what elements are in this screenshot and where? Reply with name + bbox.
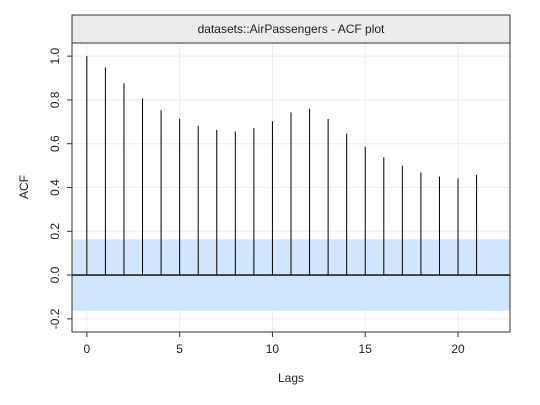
x-tick-label: 15 — [359, 342, 373, 356]
acf-stems — [86, 56, 478, 276]
y-tick-label: 0.0 — [48, 266, 62, 283]
y-axis: -0.2 0.0 0.2 0.4 0.6 0.8 1.0 — [48, 47, 72, 329]
x-tick-label: 0 — [84, 342, 91, 356]
y-tick-label: 0.2 — [48, 223, 62, 240]
y-axis-title: ACF — [17, 175, 31, 199]
x-tick-label: 5 — [176, 342, 183, 356]
y-tick-label: 0.6 — [48, 135, 62, 152]
y-tick-label: 1.0 — [48, 47, 62, 64]
x-tick-label: 10 — [266, 342, 280, 356]
y-tick-label: 0.8 — [48, 91, 62, 108]
x-tick-label: 20 — [451, 342, 465, 356]
x-axis: 0 5 10 15 20 — [84, 332, 465, 356]
x-axis-title: Lags — [278, 371, 304, 385]
chart-title: datasets::AirPassengers - ACF plot — [198, 22, 385, 36]
y-tick-label: 0.4 — [48, 179, 62, 196]
y-tick-label: -0.2 — [48, 308, 62, 329]
title-strip — [71, 14, 511, 44]
